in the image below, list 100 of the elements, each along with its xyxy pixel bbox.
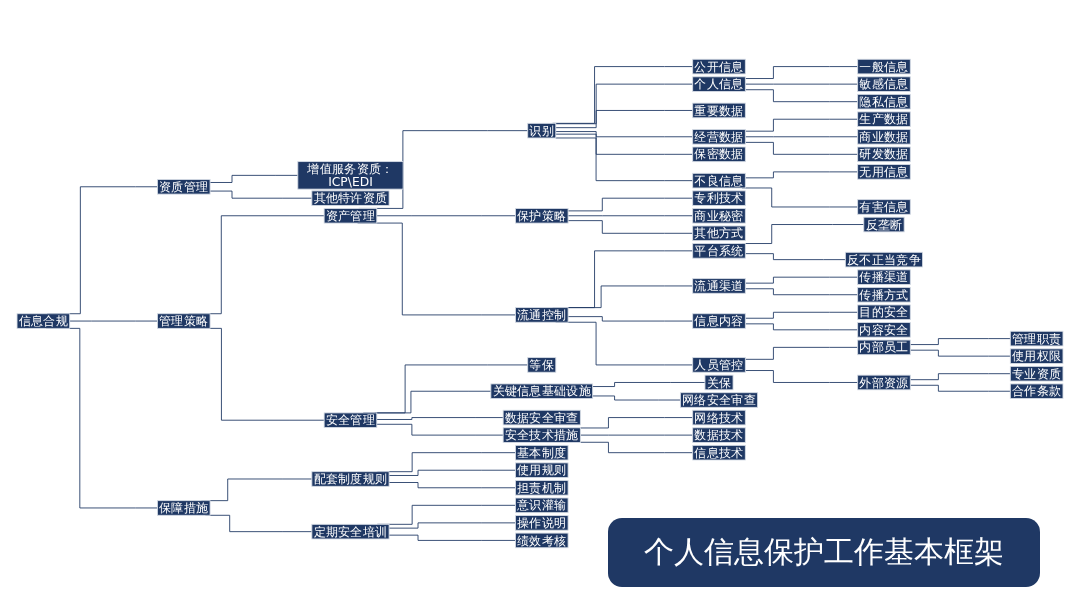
connector [555,131,694,138]
node-box: 平台系统 [692,243,746,259]
connector [744,346,859,360]
node-box: 增值服务资质：ICP\EDI [297,161,404,190]
node-box: 合作条款 [1009,383,1064,399]
node-box: 保密数据 [692,146,746,163]
node-box: 安全技术措施 [502,427,581,443]
node-box: 反不正当竞争 [844,251,924,268]
connector [744,83,859,85]
connector [744,370,859,383]
node-box: 商业数据 [857,129,911,145]
connector [376,423,504,436]
connector [388,482,516,489]
connector [567,220,694,234]
node-box: 网络技术 [692,409,746,426]
connector [744,276,859,284]
connector [567,197,694,212]
connector [744,171,859,179]
connector [388,522,516,529]
node-box: 不良信息 [692,172,746,189]
connector [579,417,694,429]
connector [592,395,681,401]
connector [388,469,516,476]
connector [555,137,694,182]
node-box: 人员管控 [692,357,746,373]
connector [374,390,492,414]
node-box: 关键信息基础设施 [490,383,594,399]
node-box: 管理策略 [157,313,211,329]
connector [567,316,694,322]
node-box: 隐私信息 [857,93,911,110]
node-box: 基本制度 [515,444,569,461]
connector [909,338,1011,345]
connector [579,434,694,436]
node-box: 外部资源 [857,374,911,391]
node-box: 数据安全审查 [502,409,581,426]
node-box: 流通控制 [515,307,569,323]
connector [744,323,859,331]
connector [744,253,846,261]
node-box: 信息内容 [692,313,746,329]
node-box: 专利技术 [692,190,746,206]
connector [209,190,313,199]
node-box: 传播方式 [857,286,911,303]
connector [567,215,694,217]
node-box: 经营数据 [692,129,746,145]
node-box: 流通渠道 [692,278,746,294]
node-box: 关保 [704,374,734,391]
node-box: 生产数据 [857,111,911,127]
connector [376,215,516,217]
title-banner: 个人信息保护工作基本框架 [608,518,1040,587]
node-box: 资产管理 [323,208,378,224]
node-box: 识别 [527,122,557,139]
node-box: 保障措施 [157,500,211,516]
node-box: 个人信息 [692,76,746,92]
connector [744,136,859,138]
node-box: 担责机制 [515,480,569,496]
connector [744,66,859,79]
node-box: 其他方式 [692,225,746,242]
connector [555,133,694,155]
connector [555,110,694,129]
node-box: 资质管理 [157,179,211,195]
node-box: 公开信息 [692,58,746,75]
node-box: 有害信息 [857,199,911,215]
node-box: 信息技术 [692,444,746,461]
connector [744,311,859,319]
node-box: 反垄断 [863,216,905,233]
node-box: 研发数据 [857,146,911,163]
node-box: 绩效考核 [515,532,569,549]
node-box: 传播渠道 [857,269,911,285]
connector [909,349,1011,357]
node-box: 管理职责 [1009,330,1064,347]
node-box: 一般信息 [857,58,911,75]
node-box: 操作说明 [515,515,569,531]
node-box: 数据技术 [692,427,746,443]
node-box: 等保 [527,357,557,373]
node-box: 其他特许资质 [311,190,390,206]
connector [744,118,859,132]
node-box: 配套制度规则 [311,471,390,487]
node-box: 商业秘密 [692,208,746,224]
node-box: 安全管理 [323,412,378,428]
connector [209,174,299,183]
connector [909,373,1011,381]
connector [744,288,859,296]
node-box: 无用信息 [857,164,911,180]
node-box: 重要数据 [692,102,746,119]
connector [592,382,706,387]
connector [555,83,694,125]
connector [909,384,1011,392]
node-box: 网络安全审查 [679,392,759,408]
connector [69,320,158,322]
node-box: 目的安全 [857,304,911,321]
node-box: 意识灌输 [515,497,569,514]
connector [744,141,859,155]
connector [388,534,516,541]
node-box: 使用权限 [1009,348,1064,364]
node-box: 使用规则 [515,462,569,478]
node-box: 专业资质 [1009,365,1064,382]
node-box: 保护策略 [515,208,569,224]
connector [744,89,859,103]
connector [579,441,694,454]
node-box: 信息合规 [16,313,71,329]
